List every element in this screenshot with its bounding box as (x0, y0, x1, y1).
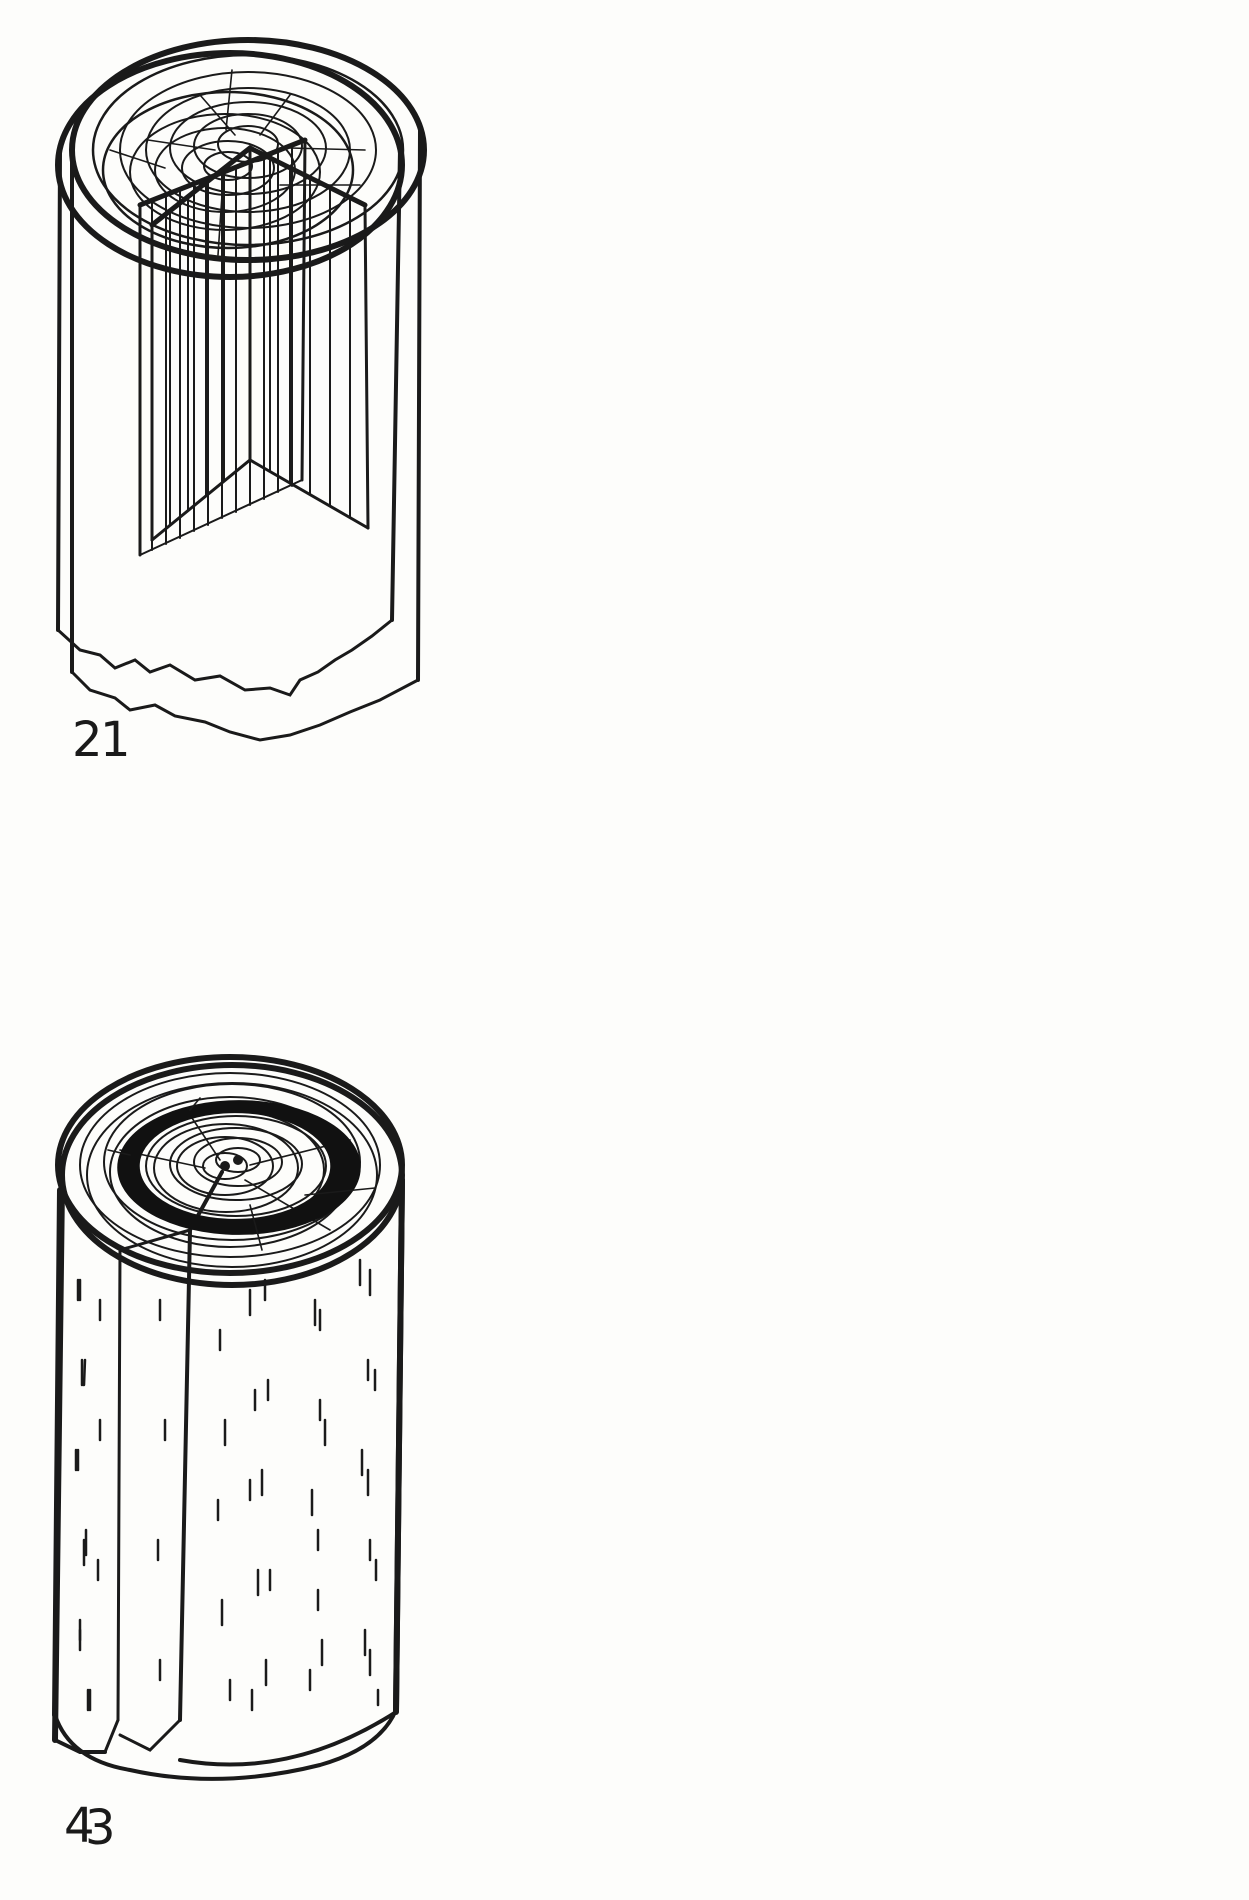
figure-label: 1 (100, 712, 131, 768)
figure-4: 4 (0, 1000, 560, 1900)
figure-label: 2 (72, 712, 103, 768)
figure-2: 2 (0, 0, 560, 900)
figure-1: 1 (0, 0, 560, 900)
tree-ring-icon (101, 90, 355, 250)
figure-label: 3 (85, 1800, 116, 1856)
figure-label: 4 (64, 1798, 95, 1854)
log-2-drawing (69, 37, 427, 742)
log-4-top-rim (55, 1054, 405, 1276)
heartwood-ring (117, 1100, 361, 1235)
log-4-drawing (52, 1054, 405, 1781)
log-2-top-rim (69, 37, 427, 263)
